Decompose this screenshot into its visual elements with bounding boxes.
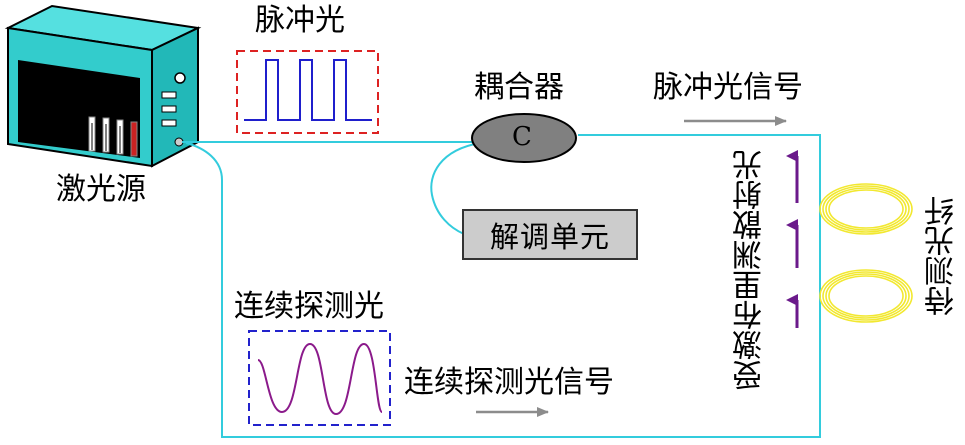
cw-waveform	[257, 342, 383, 416]
pulse-signal-label: 脉冲光信号	[653, 70, 803, 105]
cw-probe-box	[248, 330, 391, 426]
cw-signal-label: 连续探测光信号	[404, 365, 614, 400]
pulse-waveform	[244, 59, 372, 121]
demod-unit: 解调单元	[462, 209, 638, 260]
fiber-coil-icon	[819, 183, 913, 323]
coupler-ellipse-icon	[471, 113, 577, 163]
pulse-light-box	[236, 50, 379, 134]
cw-probe-label: 连续探测光	[234, 289, 384, 324]
demod-unit-label: 解调单元	[489, 219, 610, 254]
coupler-symbol: C	[512, 122, 532, 152]
brillouin-label: 受激布里渊散射光	[733, 150, 768, 390]
fiber-under-test-label: 待测光纤	[925, 196, 960, 316]
pulse-light-label: 脉冲光	[255, 3, 345, 38]
fiber-paths	[182, 134, 821, 438]
laser-device-icon	[4, 4, 202, 168]
laser-source-label: 激光源	[56, 172, 146, 207]
coupler-label: 耦合器	[474, 70, 564, 105]
